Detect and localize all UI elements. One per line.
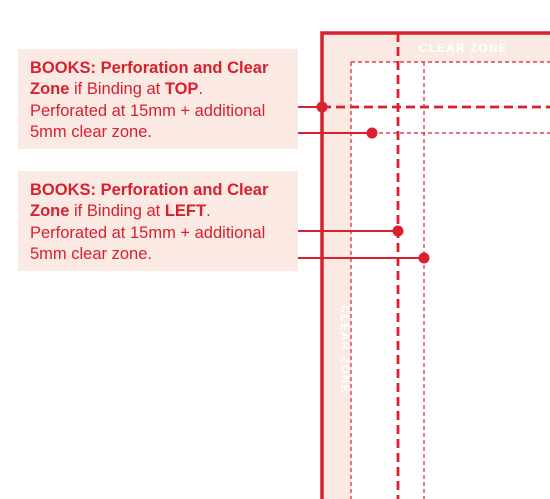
top-clear-zone-label: CLEAR ZONE	[419, 43, 508, 55]
callout-top-title-line2: Zone if Binding at TOP.	[30, 80, 204, 98]
callout-left-emphasis: LEFT	[164, 202, 207, 220]
marker-dot-top-clear-zone	[366, 127, 378, 139]
callout-top-description: Perforated at 15mm + additional 5mm clea…	[30, 102, 266, 141]
marker-dot-top-perforation	[316, 101, 328, 113]
callout-left-title-line1: BOOKS: Perforation and Clear	[30, 181, 269, 199]
callout-left-title-line2: Zone if Binding at LEFT.	[30, 202, 211, 220]
callout-top-title-line1: BOOKS: Perforation and Clear	[30, 59, 269, 77]
marker-dot-left-perforation	[392, 225, 404, 237]
callout-top-binding: BOOKS: Perforation and Clear Zone if Bin…	[18, 49, 298, 149]
left-clear-zone-label: CLEAR ZONE	[338, 305, 350, 394]
marker-dot-left-clear-zone	[418, 252, 430, 264]
left-clear-zone-band	[322, 33, 351, 499]
callout-left-description: Perforated at 15mm + additional 5mm clea…	[30, 224, 266, 263]
page-edge	[320, 31, 550, 499]
callout-top-emphasis: TOP	[164, 80, 199, 98]
top-clear-zone-band	[322, 33, 550, 62]
callout-left-binding: BOOKS: Perforation and Clear Zone if Bin…	[18, 171, 298, 271]
